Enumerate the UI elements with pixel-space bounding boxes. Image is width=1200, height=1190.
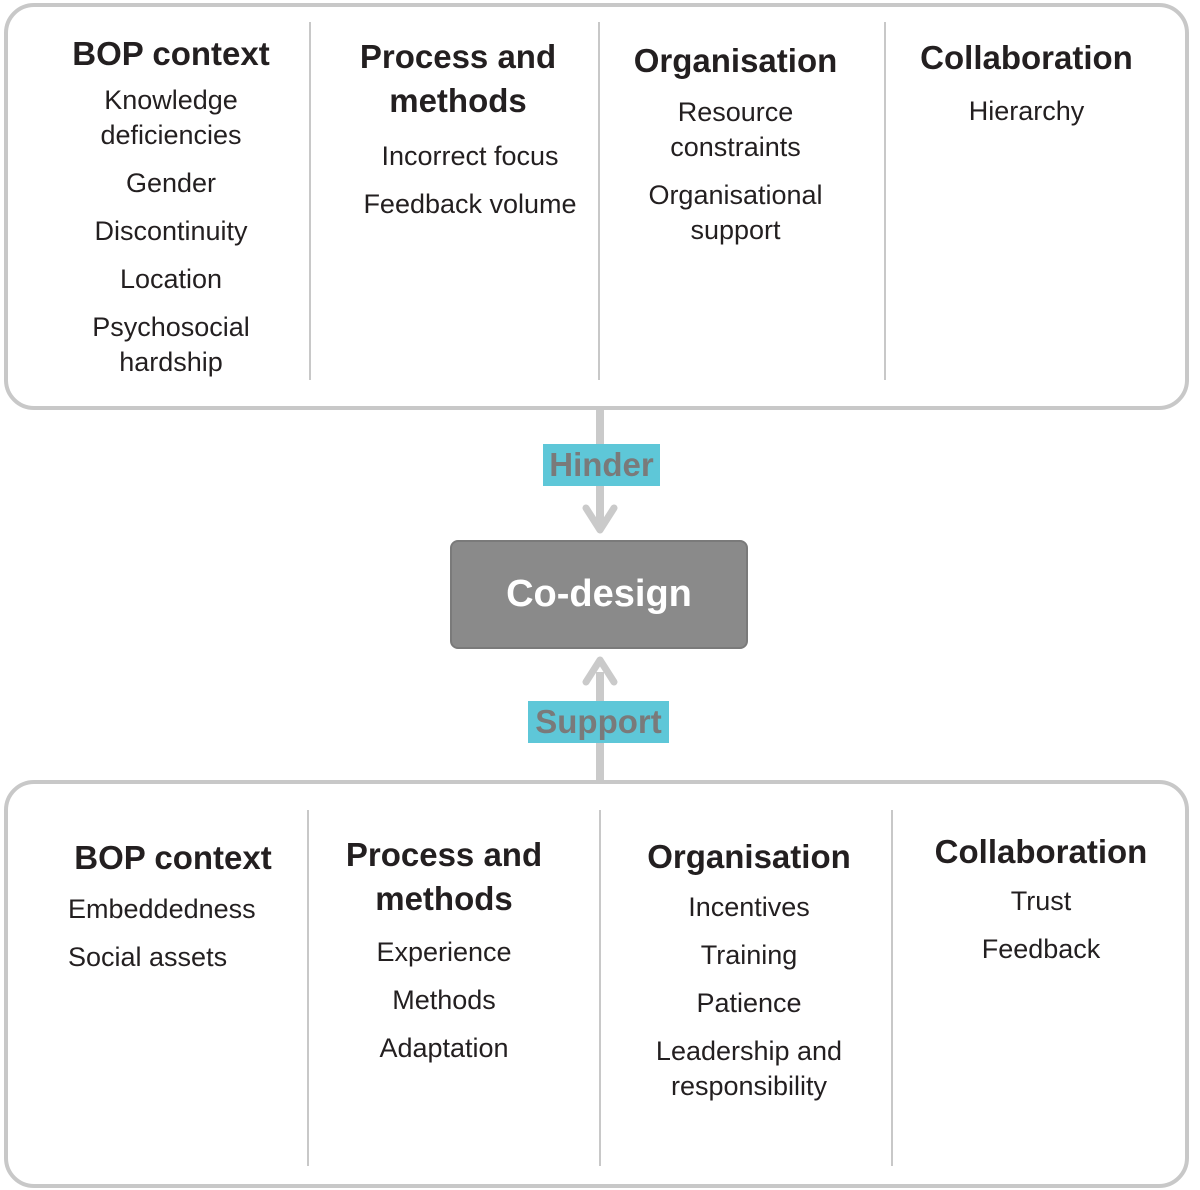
factor-item: Incorrect focus (381, 141, 559, 171)
hinder-column-bop-context: BOP context Knowledge deficiencies Gende… (40, 32, 302, 380)
factor-item: Knowledge deficiencies (100, 85, 242, 150)
co-design-node: Co-design (450, 540, 748, 649)
factor-item: Resource constraints (670, 97, 801, 162)
factor-item: Training (700, 940, 798, 970)
support-label: Support (528, 701, 669, 743)
hinder-column-collaboration: Collaboration Hierarchy (890, 36, 1163, 129)
factor-item: Organisational support (648, 180, 823, 245)
hinder-divider-1 (309, 22, 311, 380)
column-title: Organisation (633, 42, 838, 79)
hinder-arrowhead (582, 504, 618, 534)
hinder-column-process-and-methods: Process and methods Incorrect focus Feed… (315, 35, 601, 222)
factor-item: Location (119, 264, 223, 294)
column-title: Process and methods (359, 38, 557, 119)
support-column-process-and-methods: Process and methods Experience Methods A… (313, 833, 575, 1066)
support-column-bop-context: BOP context Embeddedness Social assets (40, 836, 306, 975)
hinder-divider-2 (598, 22, 600, 380)
factor-item: Incentives (688, 892, 810, 922)
column-title: Collaboration (920, 39, 1133, 76)
factor-item: Feedback (981, 934, 1101, 964)
factor-item: Methods (392, 985, 496, 1015)
support-divider-1 (307, 810, 309, 1166)
column-title: BOP context (72, 35, 270, 72)
support-divider-2 (599, 810, 601, 1166)
factor-item: Gender (125, 168, 217, 198)
factor-item: Discontinuity (94, 216, 248, 246)
hinder-column-organisation: Organisation Resource constraints Organi… (603, 39, 868, 248)
factor-item: Feedback volume (363, 189, 577, 219)
support-factors-panel (4, 780, 1189, 1188)
column-title: Organisation (647, 838, 851, 875)
hinder-factors-panel (4, 3, 1189, 410)
support-column-collaboration: Collaboration Trust Feedback (905, 830, 1177, 967)
factor-item: Psychosocial hardship (92, 312, 250, 377)
support-divider-3 (891, 810, 893, 1166)
support-arrowhead (582, 656, 618, 686)
support-column-organisation: Organisation Incentives Training Patienc… (614, 835, 884, 1104)
factor-item: Trust (1010, 886, 1072, 916)
column-title: Process and methods (345, 836, 543, 917)
factor-item: Patience (696, 988, 802, 1018)
factor-item: Experience (376, 937, 512, 967)
hinder-divider-3 (884, 22, 886, 380)
factor-item: Social assets (68, 942, 228, 972)
factor-item: Embeddedness (68, 894, 256, 924)
column-title: BOP context (74, 839, 272, 876)
column-title: Collaboration (934, 833, 1148, 870)
factor-item: Leadership and responsibility (655, 1036, 843, 1101)
factor-item: Hierarchy (968, 96, 1085, 126)
factor-item: Adaptation (379, 1033, 509, 1063)
hinder-label: Hinder (543, 444, 660, 486)
